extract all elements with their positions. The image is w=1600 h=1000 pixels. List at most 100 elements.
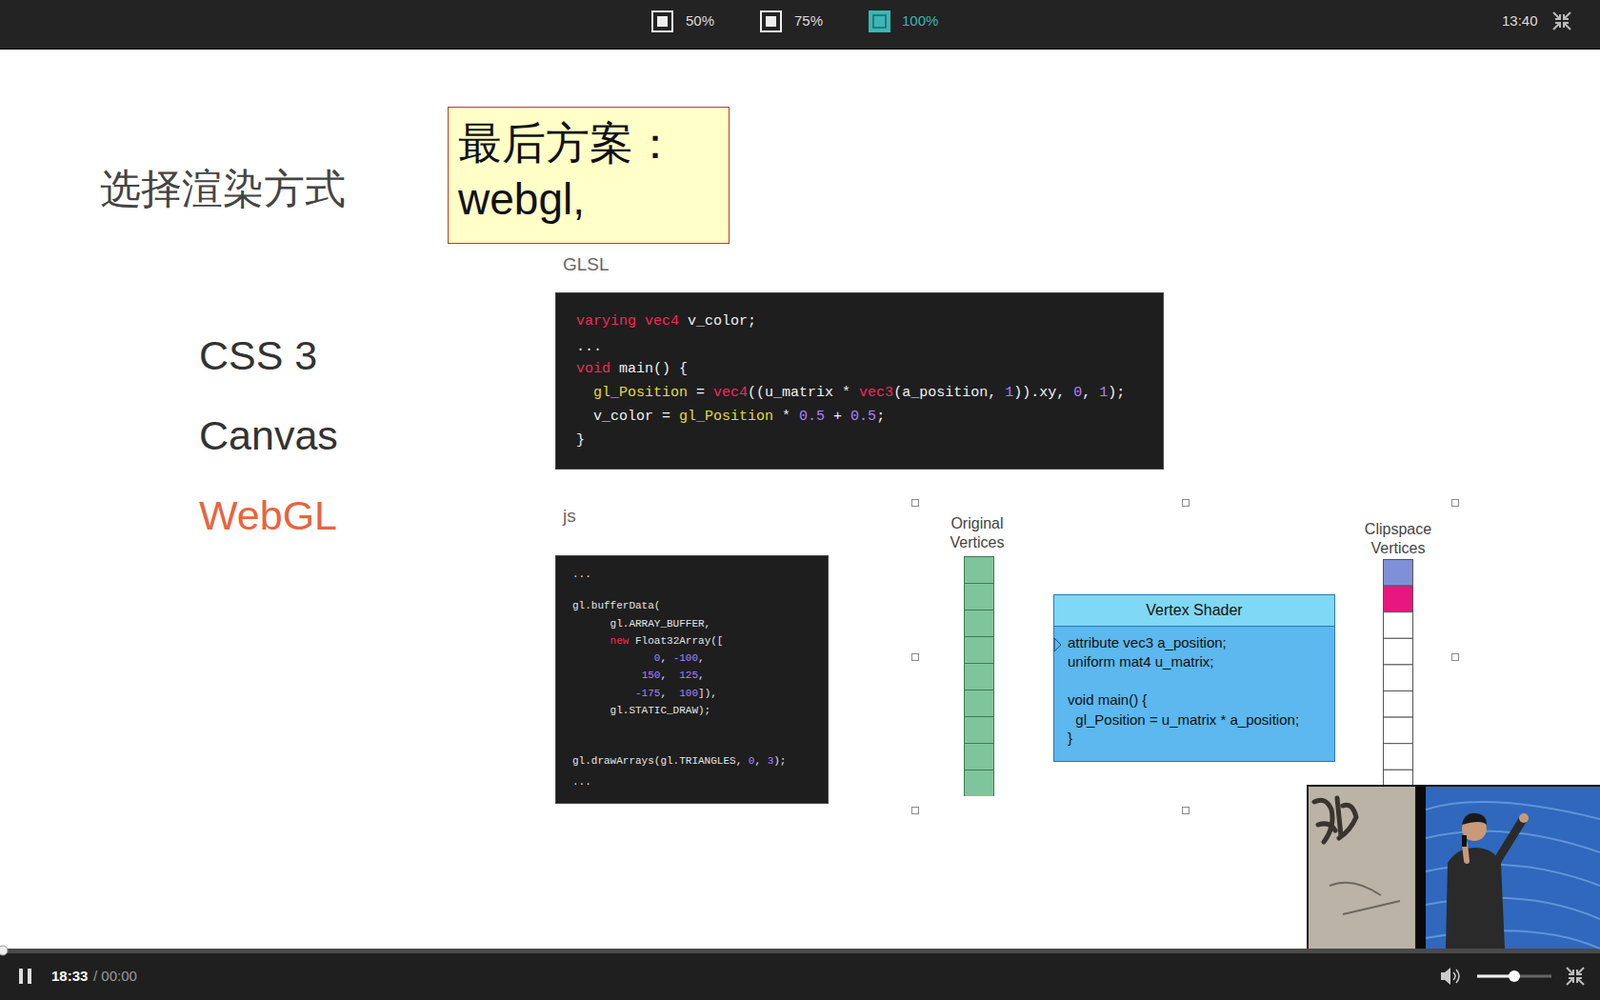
- code-token: v_color;: [679, 313, 757, 330]
- code-token: new: [610, 635, 630, 647]
- code-token: 0.5: [799, 408, 825, 425]
- vertex-cell: [964, 583, 995, 611]
- js-code-panel: js...gl.bufferData( gl.ARRAY_BUFFER, new…: [555, 502, 829, 804]
- code-token: -175: [635, 687, 660, 700]
- input-marker: [1053, 637, 1063, 653]
- duration: / 00:00: [93, 967, 138, 985]
- code-token: (a_position,: [893, 384, 1005, 401]
- code-token: v_color =: [576, 408, 680, 425]
- vertex-cell: [964, 663, 995, 691]
- vertex-cell: [1383, 717, 1414, 744]
- code-line: ...: [576, 338, 602, 358]
- code-token: ...: [572, 776, 592, 788]
- speaker-camera-inset: [1306, 784, 1600, 949]
- code-token: gl.bufferData(: [572, 600, 660, 612]
- selection-handle: [1452, 654, 1460, 661]
- pause-icon: [19, 968, 23, 984]
- code-token: ...: [576, 339, 602, 356]
- input-marker-triangle: [1054, 638, 1061, 652]
- top-bar: [0, 0, 1600, 49]
- original-vertices-column: Original Vertices: [939, 514, 1016, 797]
- shader-header: Vertex Shader: [1054, 595, 1335, 627]
- code-line: new Float32Array([: [572, 634, 723, 648]
- calligraphy-backdrop: [1308, 786, 1416, 949]
- volume-knob: [1508, 970, 1520, 982]
- zoom-option: 50%: [685, 12, 715, 30]
- clipspace-vertices-column: Clipspace Vertices: [1360, 520, 1437, 785]
- volume-icon: [1440, 967, 1451, 985]
- code-token: ,: [660, 669, 680, 681]
- shader-code-line: uniform mat4 u_matrix;: [1067, 653, 1214, 671]
- code-token: ,: [698, 669, 705, 681]
- code-token: Float32Array([: [628, 635, 723, 647]
- code-line: ...: [572, 567, 592, 581]
- vertex-cell: [1383, 560, 1414, 587]
- vertex-cell: [964, 557, 995, 584]
- selection-handles: [912, 500, 1460, 815]
- zoom-icon-active: [873, 15, 886, 28]
- code-token: 125: [679, 669, 699, 681]
- shader-title: Vertex Shader: [1054, 595, 1335, 626]
- code-token: [572, 652, 655, 664]
- vertex-column: [963, 556, 995, 797]
- code-heading: GLSL: [562, 254, 610, 276]
- vertex-cell: [1383, 664, 1414, 692]
- code-token: vec4: [713, 384, 748, 401]
- exit-fullscreen-icon: [1553, 12, 1571, 30]
- code-token: 1: [1004, 384, 1014, 401]
- code-token: [572, 669, 642, 681]
- code-token: 3: [767, 755, 775, 767]
- zoom-option: 75%: [794, 12, 823, 30]
- menu-item-active: WebGL: [199, 490, 338, 540]
- code-token: +: [824, 408, 851, 425]
- selection-handle: [912, 807, 920, 815]
- exit-fullscreen-icon: [1566, 967, 1584, 985]
- menu-item: Canvas: [199, 410, 339, 460]
- code-token: [576, 384, 594, 401]
- speaker-hand: [1519, 813, 1529, 823]
- code-token: vec3: [859, 384, 894, 401]
- code-token: 0: [1073, 384, 1082, 401]
- slide-title: 选择渲染方式: [100, 163, 346, 214]
- code-token: ,: [1081, 384, 1100, 401]
- pause-icon: [27, 968, 32, 984]
- vertex-cell: [1383, 743, 1414, 771]
- vertex-column: [1382, 559, 1414, 785]
- code-line: gl.STATIC_DRAW);: [572, 703, 711, 718]
- code-token: ,: [754, 755, 767, 767]
- code-token: 1: [1099, 384, 1108, 401]
- menu-item: CSS 3: [199, 330, 318, 380]
- code-line: }: [576, 431, 585, 451]
- code-token: }: [576, 432, 585, 449]
- speaker-hair: [1461, 813, 1487, 825]
- code-token: gl.ARRAY_BUFFER,: [572, 618, 711, 630]
- backdrop-stroke: [1329, 882, 1400, 915]
- glsl-code-panel: GLSLvarying vec4 v_color;...void main() …: [555, 254, 1164, 470]
- microphone: [1461, 835, 1467, 847]
- shader-code-line: attribute vec3 a_position;: [1067, 634, 1227, 652]
- zoom-icon: [657, 16, 668, 27]
- code-token: 0: [654, 652, 661, 664]
- camera-divider: [1417, 784, 1426, 949]
- code-line: ...: [572, 775, 592, 789]
- code-token: *: [773, 408, 800, 425]
- vertex-cell: [964, 610, 995, 638]
- code-token: ,: [660, 687, 680, 700]
- code-line: gl.drawArrays(gl.TRIANGLES, 0, 3);: [572, 754, 786, 768]
- camera-frame: [1306, 784, 1600, 949]
- vertex-cell: [964, 637, 995, 664]
- vertex-cell: [964, 770, 995, 798]
- selection-handle: [1182, 500, 1190, 507]
- vertex-cell: [1383, 769, 1414, 785]
- vertex-cell: [964, 743, 995, 771]
- code-token: ,: [660, 652, 673, 664]
- code-token: ]),: [698, 687, 718, 700]
- code-token: );: [1107, 384, 1125, 401]
- vertex-cell: [1383, 612, 1414, 640]
- shader-code-line: gl_Position = u_matrix * a_position;: [1067, 711, 1300, 729]
- selection-handle: [1452, 500, 1460, 507]
- code-line: varying vec4 v_color;: [576, 312, 757, 332]
- code-token: 150: [641, 669, 661, 681]
- code-token: ,: [698, 652, 705, 664]
- vertex-shader-box: Vertex Shader attribute vec3 a_position;u…: [1053, 594, 1336, 762]
